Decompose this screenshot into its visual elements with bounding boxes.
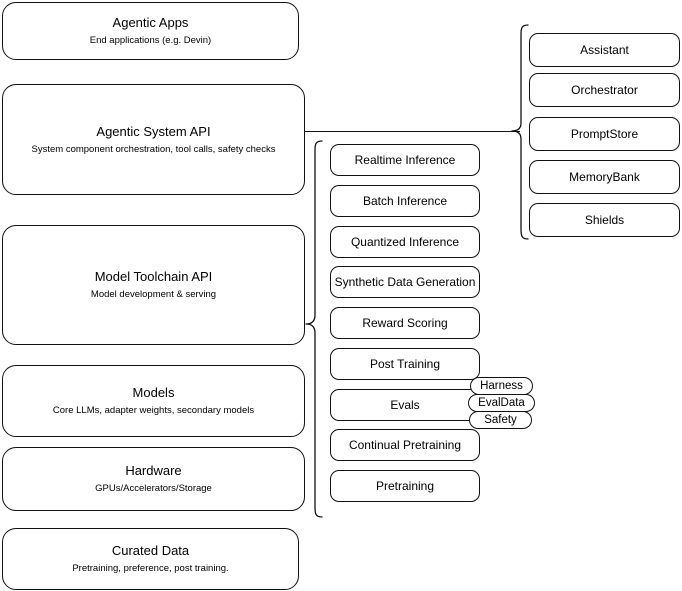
capability-label: Evals (390, 397, 420, 412)
pill-label: Harness (480, 380, 523, 392)
capability-pretraining[interactable]: Pretraining (330, 470, 480, 502)
capability-label: Continual Pretraining (348, 437, 462, 452)
capability-reward-scoring[interactable]: Reward Scoring (330, 307, 480, 339)
pill-label: EvalData (478, 397, 525, 409)
layer-agentic-apps[interactable]: Agentic Apps End applications (e.g. Devi… (2, 2, 299, 60)
connector-system-api-to-components (305, 131, 520, 132)
evals-subcomponent-evaldata[interactable]: EvalData (468, 394, 535, 412)
pill-label: Safety (484, 414, 517, 426)
capability-label: Batch Inference (362, 193, 448, 208)
layer-hardware[interactable]: Hardware GPUs/Accelerators/Storage (2, 447, 305, 511)
layer-model-toolchain-api[interactable]: Model Toolchain API Model development & … (2, 225, 305, 345)
component-label: Orchestrator (571, 82, 638, 97)
layer-curated-data[interactable]: Curated Data Pretraining, preference, po… (2, 528, 299, 590)
capability-continual-pretraining[interactable]: Continual Pretraining (330, 429, 480, 461)
layer-subtitle: End applications (e.g. Devin) (89, 35, 212, 46)
layer-title: Models (132, 385, 175, 400)
layer-models[interactable]: Models Core LLMs, adapter weights, secon… (2, 365, 305, 437)
layer-title: Agentic Apps (112, 15, 189, 30)
capability-label: Quantized Inference (350, 234, 460, 249)
capability-evals[interactable]: Evals (330, 389, 480, 421)
capability-post-training[interactable]: Post Training (330, 348, 480, 380)
brace-system-components (511, 24, 529, 240)
system-component-memorybank[interactable]: MemoryBank (529, 160, 680, 194)
component-label: MemoryBank (569, 169, 640, 184)
capability-quantized-inference[interactable]: Quantized Inference (330, 226, 480, 258)
component-label: Shields (584, 212, 625, 227)
capability-label: Reward Scoring (362, 315, 448, 330)
component-label: Assistant (580, 42, 629, 57)
brace-toolchain-capabilities (305, 140, 323, 518)
layer-subtitle: System component orchestration, tool cal… (31, 143, 276, 155)
layer-agentic-system-api[interactable]: Agentic System API System component orch… (2, 84, 305, 195)
layer-subtitle: Pretraining, preference, post training. (72, 563, 229, 574)
capability-realtime-inference[interactable]: Realtime Inference (330, 144, 480, 176)
capability-label: Synthetic Data Generation (334, 274, 476, 289)
capability-label: Pretraining (375, 478, 435, 493)
system-component-assistant[interactable]: Assistant (529, 33, 680, 67)
layer-subtitle: Model development & serving (90, 289, 217, 300)
system-component-shields[interactable]: Shields (529, 203, 680, 237)
capability-label: Post Training (369, 356, 441, 371)
layer-title: Hardware (125, 463, 182, 478)
evals-subcomponent-safety[interactable]: Safety (469, 411, 532, 429)
capability-label: Realtime Inference (354, 152, 456, 167)
capability-batch-inference[interactable]: Batch Inference (330, 185, 480, 217)
layer-title: Model Toolchain API (94, 269, 213, 284)
system-component-orchestrator[interactable]: Orchestrator (529, 73, 680, 107)
evals-subcomponent-harness[interactable]: Harness (470, 377, 533, 395)
system-component-promptstore[interactable]: PromptStore (529, 117, 680, 151)
layer-title: Agentic System API (96, 123, 211, 139)
capability-synthetic-data-generation[interactable]: Synthetic Data Generation (330, 266, 480, 298)
layer-subtitle: GPUs/Accelerators/Storage (95, 483, 212, 494)
layer-title: Curated Data (111, 543, 190, 558)
component-label: PromptStore (570, 126, 639, 141)
layer-subtitle: Core LLMs, adapter weights, secondary mo… (52, 405, 255, 416)
